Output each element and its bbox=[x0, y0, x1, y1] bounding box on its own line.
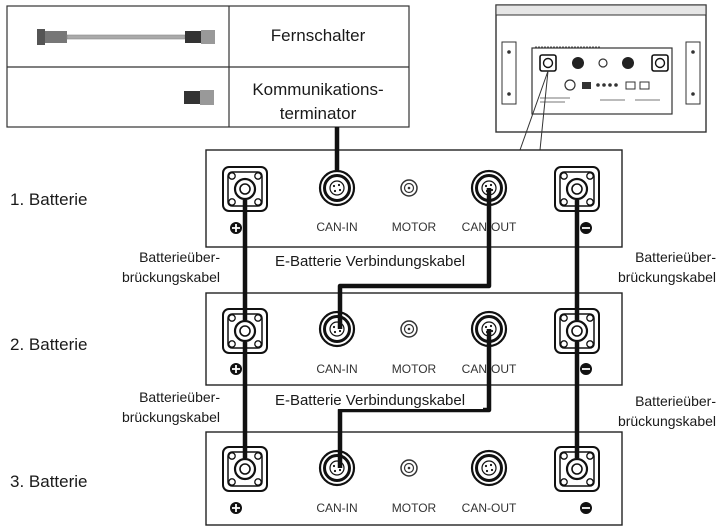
remote-switch-label: Fernschalter bbox=[271, 26, 366, 45]
can-in-label: CAN-IN bbox=[316, 501, 357, 515]
can-out-label: CAN-OUT bbox=[462, 501, 517, 515]
negative-sign bbox=[580, 222, 592, 234]
positive-sign bbox=[230, 363, 242, 375]
connection-cable-label-2: E-Batterie Verbindungskabel bbox=[275, 392, 465, 409]
battery-3: CAN-IN MOTOR CAN-OUT bbox=[205, 431, 623, 526]
bridge-cable-label-left-1-line2: brückungskabel bbox=[122, 269, 220, 285]
bridge-cable-label-right-2-line2: brückungskabel bbox=[618, 413, 716, 429]
motor-label: MOTOR bbox=[392, 501, 437, 515]
terminator-image bbox=[184, 90, 214, 105]
bridge-cable-label-left-2-line2: brückungskabel bbox=[122, 409, 220, 425]
motor-label: MOTOR bbox=[392, 362, 437, 376]
battery-panel-detail bbox=[495, 4, 707, 133]
negative-sign bbox=[580, 502, 592, 514]
connection-cable-label-1: E-Batterie Verbindungskabel bbox=[275, 253, 465, 270]
battery-3-label: 3. Batterie bbox=[10, 472, 88, 491]
positive-sign bbox=[230, 502, 242, 514]
bridge-cable-label-right-1-line1: Batterieüber- bbox=[635, 249, 716, 265]
motor-label: MOTOR bbox=[392, 220, 437, 234]
remote-switch-cable-image bbox=[37, 29, 215, 45]
accessory-table: Fernschalter Kommunikations- terminator bbox=[6, 5, 410, 128]
terminator-label-line2: terminator bbox=[280, 104, 357, 123]
negative-sign bbox=[580, 363, 592, 375]
battery-1-label: 1. Batterie bbox=[10, 190, 88, 209]
bridge-cable-label-right-2-line1: Batterieüber- bbox=[635, 393, 716, 409]
terminator-label-line1: Kommunikations- bbox=[252, 80, 383, 99]
cables bbox=[242, 127, 580, 468]
bridge-cable-label-left-1-line1: Batterieüber- bbox=[139, 249, 220, 265]
bridge-cable-label-right-1-line2: brückungskabel bbox=[618, 269, 716, 285]
can-connection-cable-1 bbox=[337, 188, 492, 329]
can-in-label: CAN-IN bbox=[316, 220, 357, 234]
battery-1: CAN-IN MOTOR CAN-OUT bbox=[205, 149, 623, 248]
can-connection-cable-2 bbox=[337, 329, 492, 468]
can-in-label: CAN-IN bbox=[316, 362, 357, 376]
bridge-cable-label-left-2-line1: Batterieüber- bbox=[139, 389, 220, 405]
positive-sign bbox=[230, 222, 242, 234]
battery-2: CAN-IN MOTOR CAN-OUT bbox=[205, 292, 623, 386]
battery-2-label: 2. Batterie bbox=[10, 335, 88, 354]
